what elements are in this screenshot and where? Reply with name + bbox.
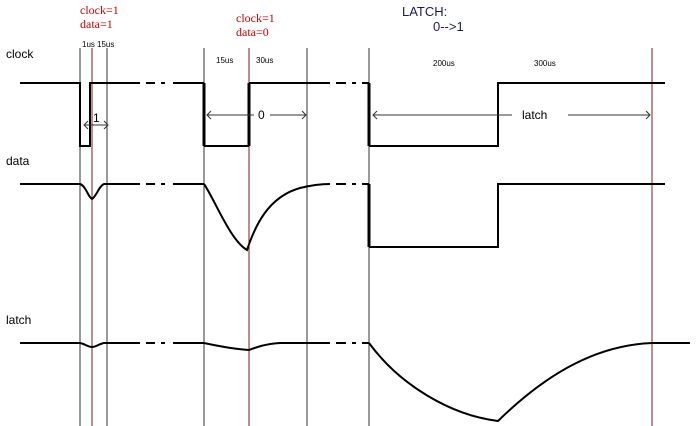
timing-300us: 300us [534,59,556,68]
latch-waveform [20,342,690,423]
annotation-clock1-data1: clock=1 [80,3,119,17]
data-label: data [6,154,30,168]
timing-15us-b: 15us [216,56,233,65]
interval-label-0: 0 [258,108,265,122]
interval-arrow-1 [83,120,109,130]
latch-title: LATCH: [402,4,447,19]
annotation-clock1-data0-second: data=0 [236,25,269,39]
annotation-clock1-data0: clock=1 [236,11,275,25]
interval-arrow-latch [372,110,651,120]
latch-label: latch [6,313,31,327]
latch-transition: 0-->1 [433,19,464,34]
timing-30us: 30us [256,56,273,65]
interval-label-latch: latch [522,108,547,122]
timing-1us: 1us [82,40,95,49]
interval-label-1: 1 [93,111,100,125]
clock-label: clock [6,47,34,61]
data-waveform [20,183,665,252]
annotation-clock1-data1-second: data=1 [80,17,113,31]
interval-arrow-0 [206,110,307,120]
timing-200us: 200us [433,59,455,68]
timing-15us-a: 15us [97,40,114,49]
